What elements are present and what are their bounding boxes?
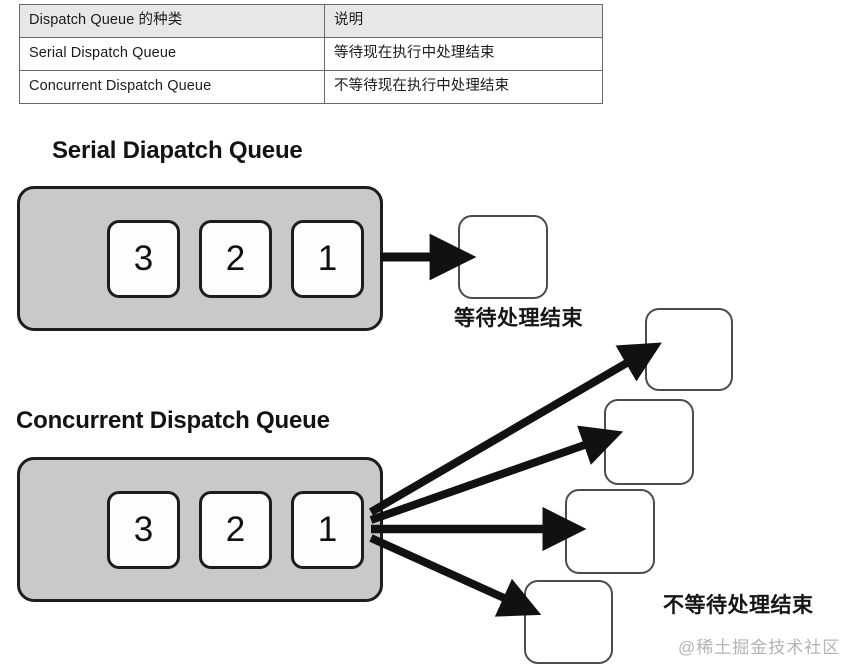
table-cell-queue-kind: Serial Dispatch Queue	[19, 37, 325, 71]
concurrent-queue-container: 1 2 3	[17, 457, 383, 602]
table-header-row: Dispatch Queue 的种类 说明	[19, 4, 603, 38]
concurrent-result-box-2	[604, 399, 694, 485]
serial-task-3: 3	[107, 219, 180, 298]
serial-task-2: 2	[199, 219, 272, 298]
concurrent-result-caption: 不等待处理结束	[663, 594, 814, 617]
serial-task-1: 1	[291, 219, 364, 298]
table-cell-queue-kind: Concurrent Dispatch Queue	[19, 70, 325, 104]
concurrent-task-2: 2	[199, 490, 272, 569]
concurrent-result-box-4	[524, 580, 613, 664]
table-header-description: 说明	[324, 4, 603, 38]
concurrent-arrow-2	[369, 425, 624, 524]
table-row: Concurrent Dispatch Queue 不等待现在执行中处理结束	[19, 70, 603, 104]
dispatch-queue-comparison-table: Dispatch Queue 的种类 说明 Serial Dispatch Qu…	[19, 4, 603, 104]
table-cell-queue-description: 等待现在执行中处理结束	[324, 37, 603, 71]
table-cell-queue-description: 不等待现在执行中处理结束	[324, 70, 603, 104]
concurrent-task-1: 1	[291, 490, 364, 569]
serial-queue-heading: Serial Diapatch Queue	[52, 137, 303, 164]
concurrent-arrow-4	[369, 534, 542, 617]
serial-result-caption: 等待处理结束	[454, 307, 583, 330]
concurrent-result-box-3	[565, 489, 655, 574]
concurrent-result-box-1	[645, 308, 733, 391]
concurrent-task-3: 3	[107, 490, 180, 569]
table-row: Serial Dispatch Queue 等待现在执行中处理结束	[19, 37, 603, 71]
concurrent-queue-heading: Concurrent Dispatch Queue	[16, 407, 330, 434]
serial-queue-container: 1 2 3	[17, 186, 383, 331]
table-header-kind: Dispatch Queue 的种类	[19, 4, 325, 38]
serial-result-box	[458, 215, 548, 299]
watermark-text: @稀土掘金技术社区	[678, 638, 841, 657]
